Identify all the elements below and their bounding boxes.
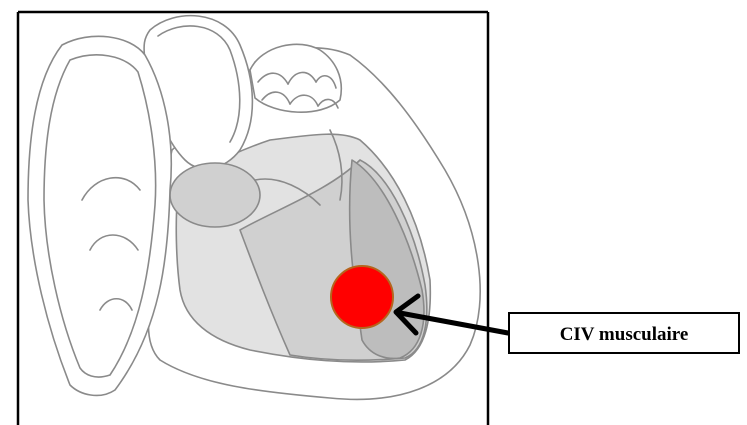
heart-illustration: [28, 16, 480, 400]
muscular-vsd-marker: [331, 266, 393, 328]
annotation-label: CIV musculaire: [560, 324, 689, 345]
annotation-label-box: CIV musculaire: [509, 313, 739, 353]
infundibulum: [170, 163, 260, 227]
